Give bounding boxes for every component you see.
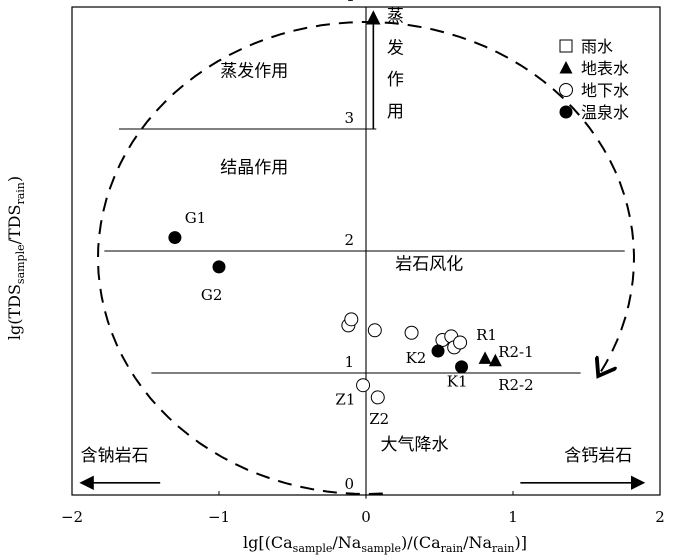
legend-marker (559, 105, 573, 119)
data-point (453, 335, 468, 350)
x-tick-label: 0 (361, 508, 371, 526)
y-tick-label: 4 (344, 0, 354, 5)
y-tick-label: 1 (344, 353, 354, 371)
x-tick-label: 2 (655, 508, 665, 526)
point-label: Z1 (335, 391, 355, 409)
x-tick-label: −1 (208, 508, 230, 526)
legend-marker (559, 83, 573, 97)
reference-lines (104, 7, 625, 499)
vertical-label-char: 作 (387, 70, 404, 90)
y-tick-label: 0 (344, 475, 354, 493)
region-label: 大气降水 (381, 435, 449, 455)
point-label: K1 (447, 372, 468, 390)
boundary-dashed-arc (96, 20, 636, 496)
data-point (356, 378, 371, 393)
data-point (455, 360, 469, 374)
region-label: 结晶作用 (220, 158, 288, 178)
legend-marker (559, 39, 573, 53)
point-label: G2 (201, 286, 223, 304)
point-label: Z2 (369, 410, 389, 428)
legend-label: 温泉水 (581, 103, 629, 122)
point-label: R1 (476, 326, 497, 344)
vertical-label-char: 发 (387, 38, 404, 58)
region-label: 蒸发作用 (220, 62, 288, 82)
data-point (370, 390, 385, 405)
point-label: K2 (406, 349, 427, 367)
y-tick-label: 3 (344, 109, 354, 127)
region-label: 含钙岩石 (564, 446, 632, 466)
legend-label: 地下水 (581, 81, 629, 100)
region-label: 含钠岩石 (81, 446, 149, 466)
y-axis-label: lg(TDSsample/TDSrain) (5, 176, 27, 340)
vertical-label-char: 蒸 (387, 7, 404, 27)
axis-ticks: −2 −1 0 1 2 0 1 2 3 4 (61, 0, 665, 526)
legend-label: 地表水 (581, 59, 629, 78)
y-tick-label: 2 (344, 231, 354, 249)
x-axis-label: lg[(Casample/Nasample)/(Carain/Narain)] (243, 533, 527, 555)
point-label: G1 (185, 209, 207, 227)
data-point (404, 325, 419, 340)
data-points (168, 231, 502, 405)
data-point (488, 353, 502, 367)
region-label: 岩石风化 (395, 254, 463, 274)
point-label: R2-2 (498, 376, 533, 394)
vertical-label-char: 用 (387, 102, 404, 122)
boundary-arc (96, 20, 636, 496)
legend-label: 雨水 (581, 37, 613, 56)
data-point (168, 231, 182, 245)
legend-marker (559, 61, 573, 74)
data-point (344, 312, 359, 327)
x-tick-label: −2 (61, 508, 83, 526)
point-label: R2-1 (498, 343, 533, 361)
data-point (478, 351, 492, 364)
data-point (431, 344, 445, 358)
data-point (367, 323, 382, 338)
x-tick-label: 1 (508, 508, 518, 526)
direction-arrows (79, 10, 646, 490)
data-point (212, 260, 226, 274)
